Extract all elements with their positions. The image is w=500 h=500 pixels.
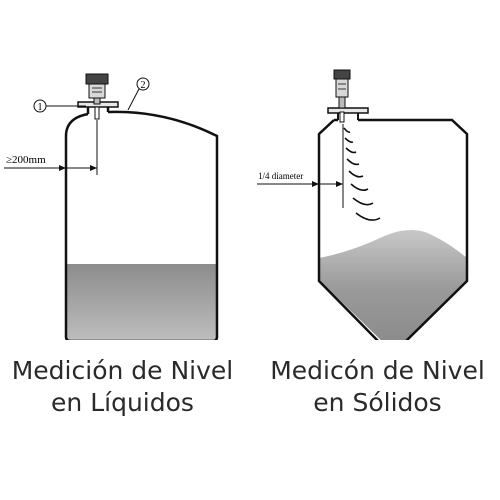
marker-1-label: 1 xyxy=(38,102,43,113)
silo-nozzle xyxy=(337,113,359,120)
silo-distance-label: 1/4 diameter xyxy=(258,171,303,181)
liquid-caption-line1: Medición de Nivel xyxy=(11,356,234,385)
distance-arrow-right xyxy=(90,165,97,171)
solid-caption-line1: Medicón de Nivel xyxy=(270,356,485,385)
solid-caption: Medicón de Nivel en Sólidos xyxy=(255,355,500,419)
liquid-caption-line2: en Líquidos xyxy=(51,388,194,417)
silo-radar-sensor xyxy=(333,69,351,123)
solid-caption-line2: en Sólidos xyxy=(313,388,442,417)
silo-flange xyxy=(327,107,369,114)
radar-sensor xyxy=(85,73,109,120)
marker-2-label: 2 xyxy=(141,80,146,91)
solid-material-fill xyxy=(319,230,467,340)
liquid-caption: Medición de Nivel en Líquidos xyxy=(0,355,245,419)
radar-wave-arcs xyxy=(343,127,381,221)
distance-arrow-left xyxy=(59,165,66,171)
silo-arrow-right xyxy=(336,181,343,187)
distance-label: ≥200mm xyxy=(6,154,46,166)
silo-arrow-left xyxy=(312,181,319,187)
solid-silo: 1/4 diameter xyxy=(257,69,469,340)
level-measurement-diagram: 1 2 ≥200mm xyxy=(4,69,469,340)
marker-2-circle xyxy=(136,77,150,91)
marker-2-leader xyxy=(127,88,140,111)
liquid-tank-outline xyxy=(64,110,219,340)
liquid-tank: 1 2 ≥200mm xyxy=(4,73,219,340)
liquid-fill xyxy=(65,264,217,340)
